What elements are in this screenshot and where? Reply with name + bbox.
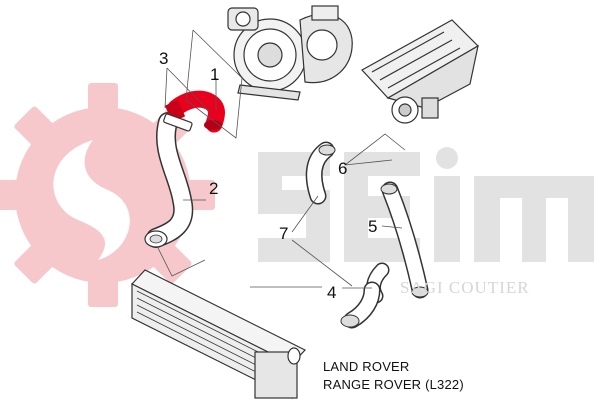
hose-part-4 [340, 281, 381, 329]
vehicle-make: LAND ROVER [323, 359, 410, 374]
intercooler-icon [131, 269, 306, 399]
callout-2: 2 [209, 179, 219, 198]
intake-manifold-icon [361, 19, 479, 124]
callout-6: 6 [338, 159, 348, 178]
callout-1: 1 [210, 65, 220, 84]
callout-5: 5 [368, 217, 378, 236]
hose-part-5 [380, 181, 429, 299]
vehicle-model: RANGE ROVER (L322) [323, 377, 464, 392]
brand-subtitle: SAGI COUTIER [400, 278, 530, 297]
gear-logo-icon [0, 83, 215, 307]
hose-part-6 [305, 141, 336, 205]
callout-3: 3 [159, 49, 169, 68]
vehicle-caption: LAND ROVER RANGE ROVER (L322) [323, 359, 464, 393]
turbocharger-icon [227, 5, 353, 101]
clamp-part-3 [163, 113, 193, 132]
hose-part-2 [144, 112, 194, 248]
callout-4: 4 [327, 283, 337, 302]
brand-watermark [258, 147, 594, 262]
callout-7: 7 [279, 224, 289, 243]
leader-lines [157, 29, 406, 288]
